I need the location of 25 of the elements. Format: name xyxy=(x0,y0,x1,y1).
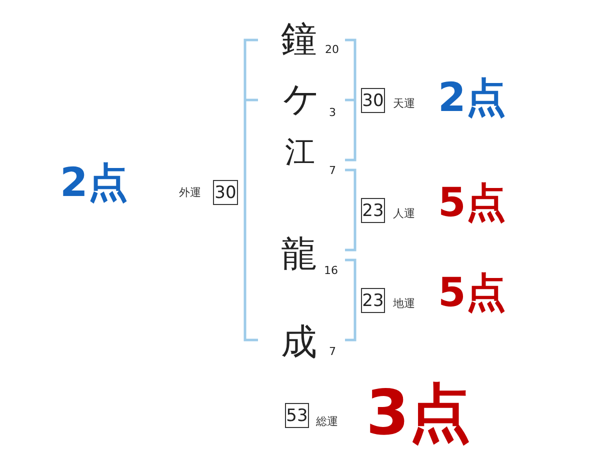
stroke-count: 16 xyxy=(324,265,338,276)
name-character: 成 xyxy=(281,325,317,361)
score-text: 5点 xyxy=(438,183,506,223)
fortune-label: 地運 xyxy=(393,298,415,309)
name-character: ケ xyxy=(283,82,320,118)
number-box: 23 xyxy=(361,198,385,223)
number-box: 30 xyxy=(213,180,238,205)
fortune-label: 天運 xyxy=(393,98,415,109)
score-text: 2点 xyxy=(438,78,506,118)
fortune-label: 外運 xyxy=(179,187,201,198)
score-text: 5点 xyxy=(438,273,506,313)
score-text: 2点 xyxy=(60,163,128,203)
name-character: 鐘 xyxy=(281,22,317,58)
stroke-count: 7 xyxy=(329,165,336,176)
number-box: 30 xyxy=(361,88,385,113)
score-text: 3点 xyxy=(366,382,472,444)
number-box: 53 xyxy=(285,403,309,428)
stroke-count: 7 xyxy=(329,346,336,357)
name-character: 江 xyxy=(285,138,315,168)
stroke-count: 3 xyxy=(329,107,336,118)
fortune-label: 人運 xyxy=(393,208,415,219)
fortune-label: 総運 xyxy=(316,416,338,427)
name-character: 龍 xyxy=(281,237,317,273)
stroke-count: 20 xyxy=(325,44,339,55)
number-box: 23 xyxy=(361,288,385,313)
